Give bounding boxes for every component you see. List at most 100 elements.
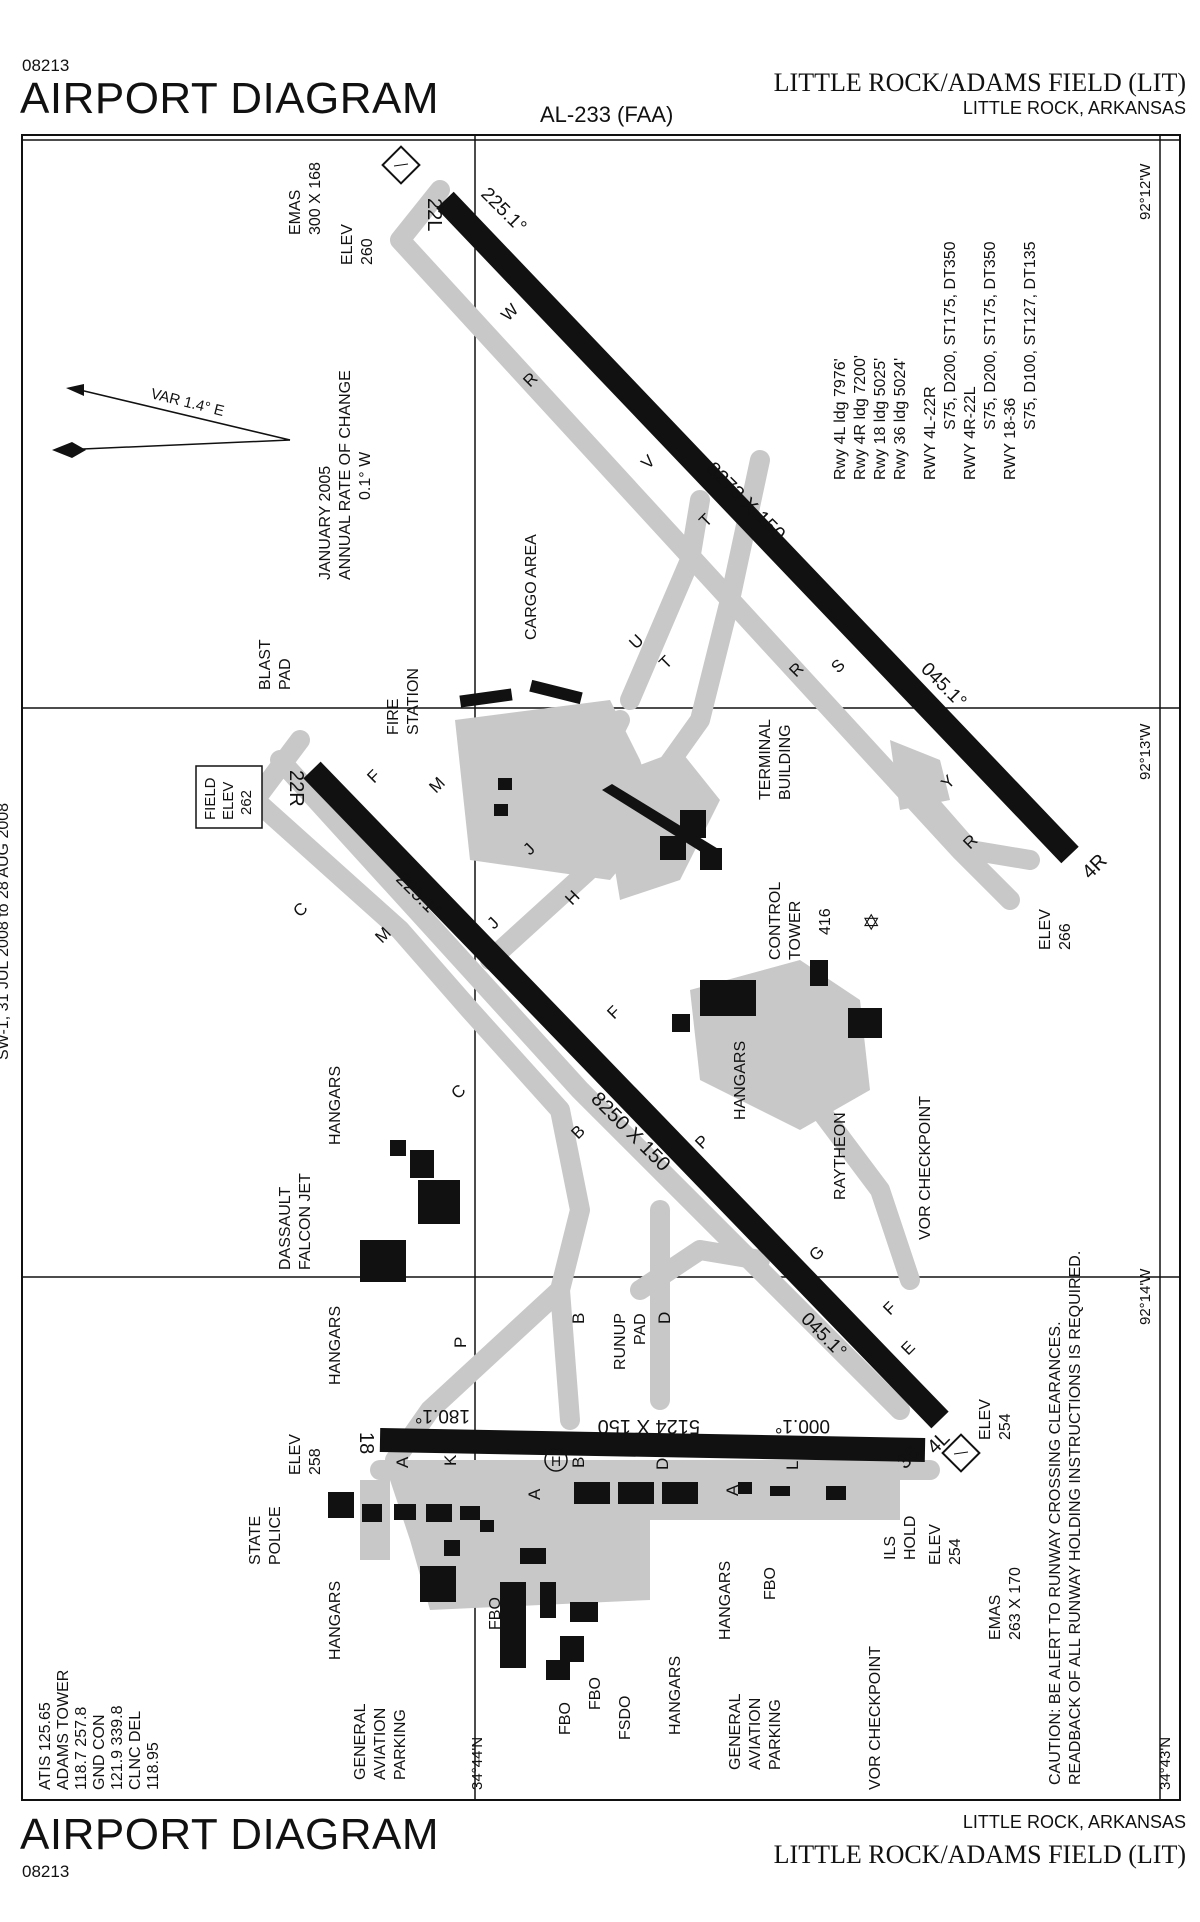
twy-w: W: [497, 300, 522, 325]
footer-chart-number: 08213: [22, 1862, 70, 1881]
runup-pad-2: PAD: [632, 1313, 649, 1345]
hangars-ga: HANGARS: [717, 1561, 734, 1640]
ils-hold-2: HOLD: [902, 1516, 919, 1560]
apron-areas: [360, 700, 950, 1610]
ldg-1: Rwy 4L ldg 7976': [832, 358, 849, 480]
state-police-1: STATE: [247, 1516, 264, 1565]
hangars-sp: HANGARS: [327, 1581, 344, 1660]
rwy-22r-label: 22R: [285, 770, 307, 807]
ga-parking-e-1: GENERAL: [727, 1693, 744, 1770]
buildings: [328, 679, 882, 1680]
blast-pad-2: PAD: [277, 658, 294, 690]
lat-34-44: 34°44'N: [469, 1737, 486, 1790]
terminal-1: TERMINAL: [757, 719, 774, 800]
runways: [303, 191, 1079, 1462]
hangars-southwest: HANGARS: [327, 1306, 344, 1385]
helipad-icon: [544, 1448, 568, 1472]
ldg-2: Rwy 4R ldg 7200': [852, 355, 869, 480]
twy-e: E: [897, 1337, 918, 1358]
runway-18-36: [379, 1428, 926, 1462]
freq-1: ATIS 125.65: [37, 1702, 54, 1790]
str-1-rwy: RWY 4L-22R: [922, 386, 939, 480]
footer-airport-name: LITTLE ROCK/ADAMS FIELD (LIT): [773, 1840, 1186, 1869]
freq-5: 121.9 339.8: [109, 1705, 126, 1790]
field-elev-3: 262: [238, 790, 255, 815]
freq-3: 118.7 257.8: [73, 1707, 90, 1790]
str-2-rwy: RWY 4R-22L: [962, 386, 979, 480]
lon-92-14: 92°14'W: [1137, 1268, 1154, 1325]
twy-l: L: [783, 1461, 802, 1470]
runup-pad-1: RUNUP: [612, 1313, 629, 1370]
hangars-raytheon: HANGARS: [732, 1041, 749, 1120]
twy-b-south: B: [569, 1313, 588, 1324]
north-arrow-icon: [52, 442, 86, 458]
str-3-val: S75, D100, ST127, DT135: [1022, 241, 1039, 430]
ldg-3: Rwy 18 ldg 5025': [872, 358, 889, 480]
twy-s: S: [827, 655, 848, 676]
rwy-1836-dims: 5124 X 150: [598, 1415, 700, 1437]
elev-36-2: 254: [947, 1538, 964, 1565]
twy-j-south: J: [483, 913, 502, 932]
freq-7: 118.95: [145, 1742, 162, 1790]
fsdo-label: FSDO: [617, 1696, 634, 1740]
blast-pad-1: BLAST: [257, 639, 274, 690]
vor-checkpoint-top: VOR CHECKPOINT: [917, 1096, 934, 1240]
twy-a-west: A: [393, 1456, 412, 1468]
twy-f-south: F: [879, 1298, 900, 1319]
procedure-id: AL-233 (FAA): [540, 102, 674, 127]
twy-f: F: [603, 1002, 624, 1023]
elev-4r-2: 266: [1057, 923, 1074, 950]
freq-4: GND CON: [91, 1714, 108, 1790]
footer-title: AIRPORT DIAGRAM: [20, 1810, 440, 1859]
runway-4l-22r: [303, 761, 949, 1429]
dassault-2: FALCON JET: [297, 1173, 314, 1270]
epoch-1: JANUARY 2005: [317, 466, 334, 580]
elev-4l-1: ELEV: [977, 1399, 994, 1440]
twy-f-north: F: [363, 766, 384, 787]
vor-checkpoint-bottom: VOR CHECKPOINT: [867, 1646, 884, 1790]
emas-bottom-1: EMAS: [987, 1595, 1004, 1640]
effective-dates: SW-1, 31 JUL 2008 to 28 AUG 2008: [0, 803, 12, 1060]
cargo-area: CARGO AREA: [523, 534, 540, 640]
field-elevation-box: FIELD ELEV 262: [195, 765, 263, 829]
elev-36-1: ELEV: [927, 1524, 944, 1565]
twy-d-crossing: D: [653, 1458, 672, 1470]
fire-station-2: STATION: [405, 668, 422, 735]
twy-k: K: [441, 1454, 460, 1466]
elev-top-1: ELEV: [339, 224, 356, 265]
raytheon-label: RAYTHEON: [832, 1112, 849, 1200]
emas-top-2: 300 X 168: [307, 162, 324, 235]
epoch-3: 0.1° W: [357, 451, 374, 500]
field-elev-1: FIELD: [202, 777, 219, 820]
caution-line-1: CAUTION: BE ALERT TO RUNWAY CROSSING CLE…: [1047, 1321, 1064, 1785]
rwy-18-label: 18: [355, 1432, 377, 1454]
ils-hold-1: ILS: [882, 1536, 899, 1560]
twy-v: V: [637, 451, 659, 473]
ga-parking-e-2: AVIATION: [747, 1698, 764, 1770]
rotated-labels: EMAS 300 X 168 ELEV 260 JANUARY 2005 ANN…: [37, 162, 1084, 1790]
city-state: LITTLE ROCK, ARKANSAS: [962, 98, 1186, 118]
fbo-3: FBO: [587, 1677, 604, 1710]
fbo-4: FBO: [762, 1567, 779, 1600]
twy-c-south: C: [447, 1081, 469, 1103]
hangars-west: HANGARS: [327, 1066, 344, 1145]
chart-number: 08213: [22, 56, 70, 75]
twy-p-south: P: [451, 1337, 470, 1348]
elev-18-1: ELEV: [287, 1434, 304, 1475]
tower-2: TOWER: [787, 901, 804, 960]
elev-4l-2: 254: [997, 1413, 1014, 1440]
runway-4r-22l: [436, 191, 1079, 864]
rwy-36-heading: 000.1°: [775, 1415, 830, 1436]
ldg-4: Rwy 36 ldg 5024': [892, 358, 909, 480]
twy-m: M: [425, 773, 448, 796]
var-arrow-icon: [66, 384, 84, 396]
ga-parking-e-3: PARKING: [767, 1699, 784, 1770]
str-1-val: S75, D200, ST175, DT350: [942, 241, 959, 430]
ga-parking-w-1: GENERAL: [352, 1703, 369, 1780]
twy-g: G: [805, 1242, 828, 1265]
freq-2: ADAMS TOWER: [55, 1670, 72, 1790]
fbo-2: FBO: [557, 1702, 574, 1735]
twy-b-crossing: B: [569, 1457, 588, 1468]
var-arrow-line: [79, 389, 291, 441]
